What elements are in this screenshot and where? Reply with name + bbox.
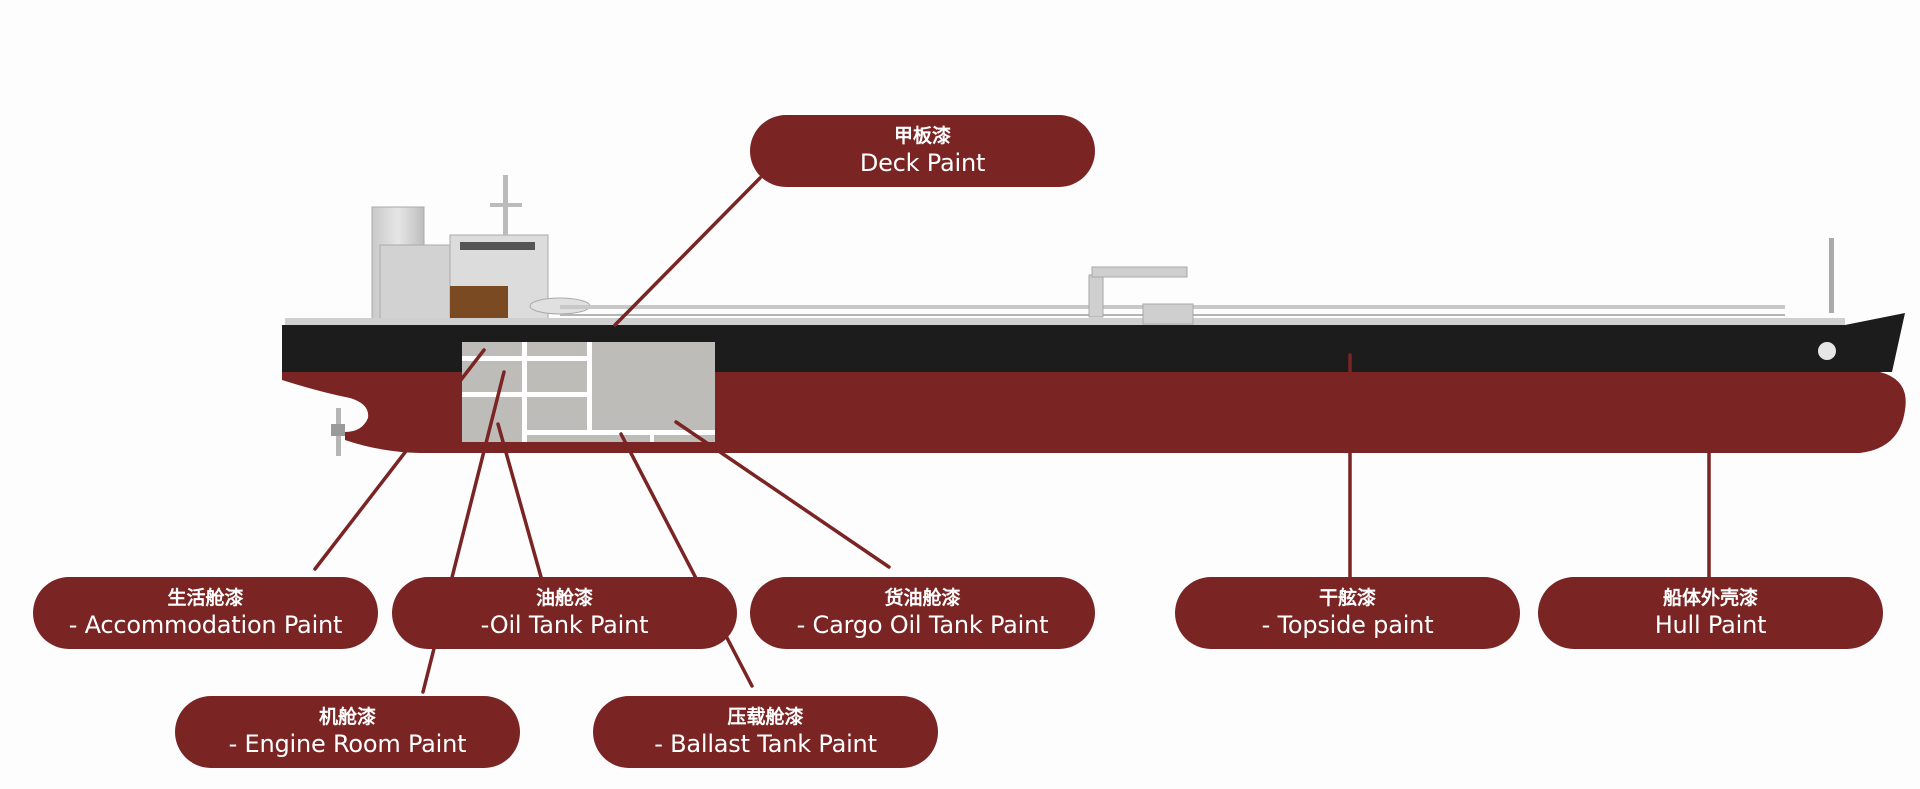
label-zh: 货油舱漆 bbox=[884, 587, 961, 609]
label-en: Deck Paint bbox=[859, 149, 986, 177]
deck-crane bbox=[1088, 266, 1194, 325]
label-deck-paint[interactable]: 甲板漆 Deck Paint bbox=[750, 115, 1095, 187]
superstructure bbox=[371, 175, 591, 326]
label-zh: 甲板漆 bbox=[893, 125, 951, 147]
propeller bbox=[331, 408, 345, 456]
label-zh: 干舷漆 bbox=[1318, 587, 1376, 609]
tank-cutaway bbox=[462, 342, 715, 442]
label-en: - Ballast Tank Paint bbox=[654, 730, 877, 758]
label-en: - Cargo Oil Tank Paint bbox=[796, 611, 1049, 639]
label-zh: 压载舱漆 bbox=[727, 706, 804, 728]
label-en: - Topside paint bbox=[1261, 611, 1434, 639]
label-zh: 油舱漆 bbox=[535, 587, 593, 609]
connector-deck bbox=[613, 176, 762, 327]
label-en: -Oil Tank Paint bbox=[480, 611, 649, 639]
bridge-windows bbox=[460, 242, 535, 250]
label-en: - Engine Room Paint bbox=[228, 730, 467, 758]
label-oil-tank-paint[interactable]: 油舱漆 -Oil Tank Paint bbox=[392, 577, 737, 649]
mast-crossbar bbox=[490, 203, 522, 207]
label-en: Hull Paint bbox=[1654, 611, 1767, 639]
label-zh: 船体外壳漆 bbox=[1662, 587, 1758, 609]
anchor-icon bbox=[1818, 342, 1836, 360]
label-topside-paint[interactable]: 干舷漆 - Topside paint bbox=[1175, 577, 1520, 649]
label-zh: 机舱漆 bbox=[318, 706, 376, 728]
connector-cargo-oil-tank bbox=[674, 420, 891, 569]
connector-lines bbox=[313, 176, 1711, 694]
engine-casing bbox=[379, 244, 451, 326]
connector-ballast-tank bbox=[619, 432, 754, 688]
bow-mast bbox=[1829, 238, 1834, 313]
label-accommodation-paint[interactable]: 生活舱漆 - Accommodation Paint bbox=[33, 577, 378, 649]
label-en: - Accommodation Paint bbox=[68, 611, 343, 639]
label-ballast-tank-paint[interactable]: 压载舱漆 - Ballast Tank Paint bbox=[593, 696, 938, 768]
label-zh: 生活舱漆 bbox=[167, 587, 244, 609]
label-cargo-oil-tank-paint[interactable]: 货油舱漆 - Cargo Oil Tank Paint bbox=[750, 577, 1095, 649]
connector-oil-tank bbox=[496, 422, 543, 579]
connector-accommodation bbox=[313, 348, 486, 571]
label-hull-paint[interactable]: 船体外壳漆 Hull Paint bbox=[1538, 577, 1883, 649]
label-engine-room-paint[interactable]: 机舱漆 - Engine Room Paint bbox=[175, 696, 520, 768]
